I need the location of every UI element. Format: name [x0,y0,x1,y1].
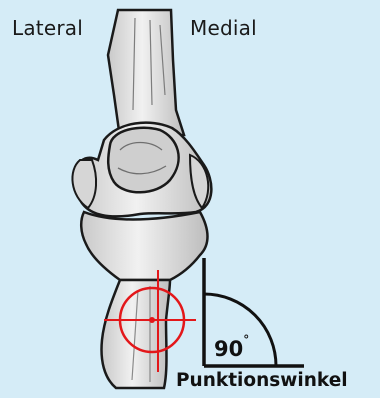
femur-shaft [108,10,184,138]
tibial-plateau [81,212,207,280]
angle-value: 90 [214,337,243,361]
caption-title: Punktionswinkel [176,370,348,391]
tibia-shaft [102,280,170,388]
lateral-label: Lateral [12,16,83,40]
patella [108,128,178,193]
angle-label: 90° [214,337,249,361]
medial-label: Medial [190,16,257,40]
angle-unit: ° [243,333,249,347]
